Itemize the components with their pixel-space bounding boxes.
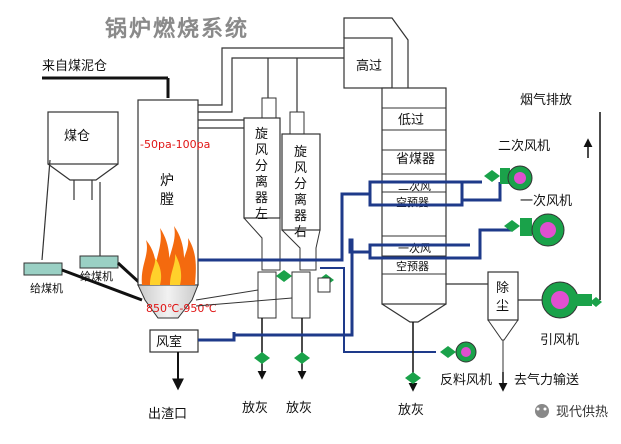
ash-label-2: 放灰 bbox=[286, 401, 312, 416]
low-superheater-label: 低过 bbox=[398, 113, 424, 128]
svg-text:除: 除 bbox=[496, 281, 509, 296]
secondary-fan-label: 二次风机 bbox=[498, 138, 550, 154]
secondary-fan bbox=[484, 165, 533, 191]
svg-text:器: 器 bbox=[255, 191, 268, 206]
return-leg-left bbox=[195, 289, 259, 301]
valve-seal-upper-left bbox=[276, 270, 292, 282]
valve-ash-3 bbox=[405, 372, 421, 384]
valve-ash-2 bbox=[294, 352, 310, 364]
coal-source-label: 来自煤泥仓 bbox=[42, 59, 107, 74]
svg-text:离: 离 bbox=[294, 192, 307, 208]
svg-text:器: 器 bbox=[294, 209, 307, 224]
windbox-label: 风室 bbox=[156, 334, 182, 350]
svg-text:左: 左 bbox=[255, 207, 268, 222]
diagram-title: 锅炉燃烧系统 bbox=[105, 16, 249, 42]
svg-text:右: 右 bbox=[294, 225, 307, 240]
loop-seal-left bbox=[257, 271, 277, 319]
feeder-left-label: 给煤机 bbox=[30, 281, 63, 295]
coal-chute-left bbox=[41, 159, 51, 261]
cyclone-right: 旋 风 分 离 器 右 bbox=[281, 111, 321, 271]
return-leg-right bbox=[195, 297, 293, 307]
seal-box-right bbox=[317, 277, 331, 293]
primary-preheater-label-1: 一次风 bbox=[398, 241, 431, 255]
primary-fan-label: 一次风机 bbox=[520, 193, 572, 209]
svg-text:离: 离 bbox=[255, 174, 268, 190]
primary-preheater-label-2: 空预器 bbox=[396, 259, 429, 273]
svg-text:分: 分 bbox=[255, 159, 268, 174]
furnace-label-2: 膛 bbox=[160, 192, 174, 208]
primary-air-duct bbox=[198, 228, 512, 342]
svg-text:旋: 旋 bbox=[255, 127, 268, 142]
svg-text:尘: 尘 bbox=[496, 299, 509, 314]
return-fan-label: 反料风机 bbox=[440, 373, 492, 388]
induced-fan bbox=[541, 281, 602, 319]
feeder-right-label: 给煤机 bbox=[80, 269, 113, 283]
flue-to-dust bbox=[446, 276, 491, 285]
watermark: 现代供热 bbox=[535, 404, 608, 420]
ash-label-1: 放灰 bbox=[242, 401, 268, 416]
return-air-duct bbox=[320, 267, 436, 353]
loop-seal-right bbox=[291, 271, 311, 319]
temperature-label: 850℃-950℃ bbox=[146, 302, 217, 315]
secondary-preheater-label-2: 空预器 bbox=[396, 195, 429, 209]
induced-fan-label: 引风机 bbox=[540, 333, 579, 348]
feeder-left bbox=[23, 262, 63, 276]
slag-outlet-label: 出渣口 bbox=[148, 407, 187, 422]
coal-bin-label: 煤仓 bbox=[64, 129, 90, 144]
feeder-right bbox=[79, 255, 119, 269]
pneumatic-label: 去气力输送 bbox=[514, 372, 579, 388]
svg-text:旋: 旋 bbox=[294, 145, 307, 160]
secondary-air-duct bbox=[198, 180, 502, 262]
svg-text:分: 分 bbox=[294, 177, 307, 192]
furnace bbox=[137, 99, 199, 319]
flue-exhaust-label: 烟气排放 bbox=[520, 92, 572, 108]
cyclone-left: 旋 风 分 离 器 左 bbox=[243, 97, 281, 271]
coal-bin: 煤仓 bbox=[47, 111, 119, 200]
svg-text:风: 风 bbox=[255, 143, 268, 158]
pressure-label: -50pa-100pa bbox=[140, 138, 210, 151]
valve-ash-1 bbox=[254, 352, 270, 364]
flue-top-duct-inner bbox=[198, 57, 344, 113]
watermark-text: 现代供热 bbox=[556, 405, 608, 420]
high-superheater-label: 高过 bbox=[356, 58, 382, 74]
ash-label-3: 放灰 bbox=[398, 403, 424, 418]
feeder-left-chute bbox=[61, 268, 143, 302]
economizer-label: 省煤器 bbox=[396, 152, 435, 167]
back-pass bbox=[343, 17, 447, 323]
svg-text:风: 风 bbox=[294, 161, 307, 176]
furnace-label-1: 炉 bbox=[160, 173, 174, 189]
dust-collector: 除 尘 bbox=[487, 271, 519, 372]
flue-top-duct bbox=[198, 47, 344, 106]
primary-fan bbox=[504, 213, 565, 247]
return-fan bbox=[440, 341, 477, 363]
